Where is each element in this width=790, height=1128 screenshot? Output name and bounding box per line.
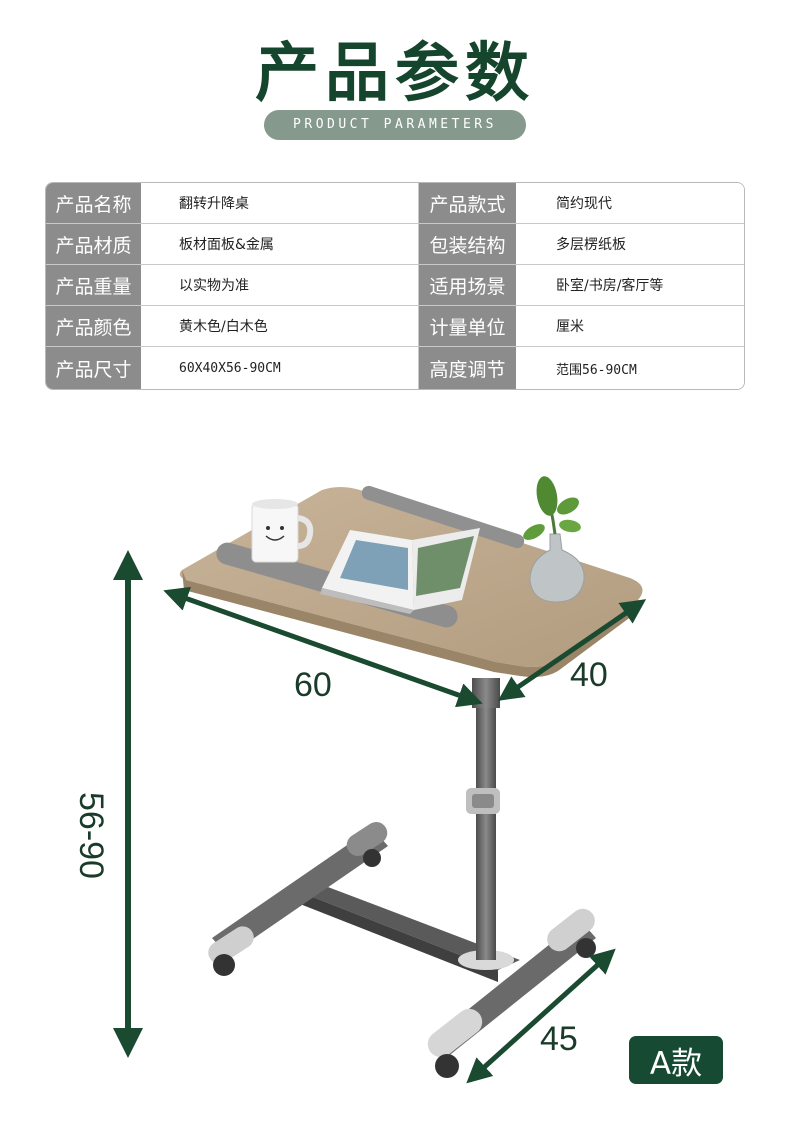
spec-label: 产品材质 (46, 224, 141, 264)
base-label: 45 (540, 1020, 578, 1058)
height-label: 56-90 (72, 792, 110, 879)
spec-value: 范围56-90CM (516, 347, 744, 389)
spec-value: 厘米 (516, 306, 744, 346)
depth-arrow (497, 599, 647, 701)
spec-value: 多层楞纸板 (516, 224, 744, 264)
spec-label: 包装结构 (419, 224, 516, 264)
dimension-arrows (113, 550, 647, 1084)
page-subtitle: PRODUCT PARAMETERS (264, 110, 526, 140)
magazine (320, 528, 480, 614)
spec-label: 产品尺寸 (46, 347, 141, 389)
spec-value: 板材面板&金属 (141, 224, 419, 264)
width-label: 60 (294, 666, 332, 704)
model-badge: A款 (629, 1036, 723, 1084)
spec-label: 计量单位 (419, 306, 516, 346)
left-leg (208, 822, 388, 976)
spec-value: 卧室/书房/客厅等 (516, 265, 744, 305)
mug (251, 499, 314, 563)
width-arrow (163, 586, 483, 708)
spec-row: 产品材质 板材面板&金属 包装结构 多层楞纸板 (46, 224, 744, 265)
spec-label: 产品款式 (419, 183, 516, 223)
base-arrow (466, 948, 616, 1084)
spec-value: 以实物为准 (141, 265, 419, 305)
spec-value: 翻转升降桌 (141, 183, 419, 223)
vase-plant (523, 476, 585, 603)
spec-value: 60X40X56-90CM (141, 347, 419, 389)
spec-label: 产品颜色 (46, 306, 141, 346)
spec-value: 简约现代 (516, 183, 744, 223)
spec-row: 产品重量 以实物为准 适用场景 卧室/书房/客厅等 (46, 265, 744, 306)
spec-row: 产品颜色 黄木色/白木色 计量单位 厘米 (46, 306, 744, 347)
spec-label: 产品重量 (46, 265, 141, 305)
product-illustration: 60 40 56-90 45 (72, 476, 647, 1084)
spec-label: 适用场景 (419, 265, 516, 305)
spec-row: 产品尺寸 60X40X56-90CM 高度调节 范围56-90CM (46, 347, 744, 389)
page-title: 产品参数 (255, 37, 535, 111)
spec-table: 产品名称 翻转升降桌 产品款式 简约现代 产品材质 板材面板&金属 包装结构 多… (45, 182, 745, 390)
lift-column (458, 678, 514, 970)
spec-label: 高度调节 (419, 347, 516, 389)
depth-label: 40 (570, 656, 608, 694)
spec-label: 产品名称 (46, 183, 141, 223)
spec-row: 产品名称 翻转升降桌 产品款式 简约现代 (46, 183, 744, 224)
spec-value: 黄木色/白木色 (141, 306, 419, 346)
